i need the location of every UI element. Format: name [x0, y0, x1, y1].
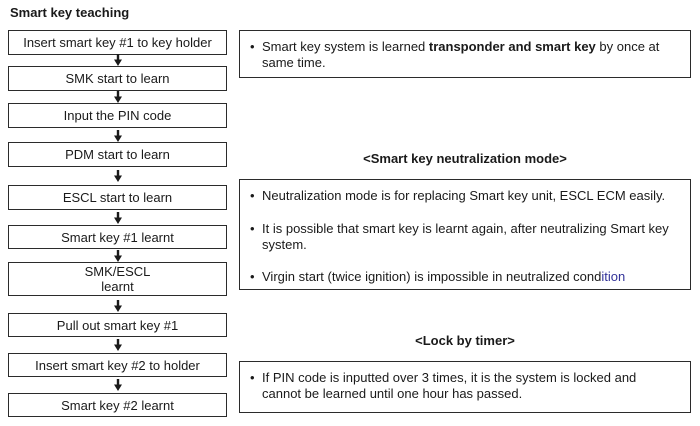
- bold-phrase: transponder and smart key: [428, 39, 596, 54]
- flow-step: Pull out smart key #1: [8, 313, 227, 337]
- note-bullet-item: • Virgin start (twice ignition) is impos…: [250, 269, 680, 285]
- flow-step: Insert smart key #2 to holder: [8, 353, 227, 377]
- note-bullet-item: • Neutralization mode is for replacing S…: [250, 188, 680, 204]
- down-arrow-icon: [8, 90, 227, 103]
- note-text: If PIN code is inputted over 3 times, it…: [262, 370, 637, 401]
- note-bullet-item: • It is possible that smart key is learn…: [250, 221, 680, 253]
- note-text: Neutralization mode is for replacing Sma…: [262, 188, 666, 203]
- flow-step: Smart key #1 learnt: [8, 225, 227, 249]
- down-arrow-icon: [8, 129, 227, 142]
- note-bullet-item: • Smart key system is learned transponde…: [250, 39, 680, 71]
- bullet-icon: •: [250, 370, 255, 385]
- down-arrow-icon: [8, 250, 227, 262]
- highlighted-text: ition: [601, 269, 626, 284]
- bullet-icon: •: [250, 221, 255, 236]
- note-text: Virgin start (twice ignition) is impossi…: [262, 269, 626, 284]
- flow-step: Smart key #2 learnt: [8, 393, 227, 417]
- flow-step: SMK/ESCL learnt: [8, 262, 227, 296]
- smart-key-note-box: • Smart key system is learned transponde…: [239, 30, 691, 78]
- flow-step: Insert smart key #1 to key holder: [8, 30, 227, 55]
- down-arrow-icon: [8, 212, 227, 224]
- neutralization-box: • Neutralization mode is for replacing S…: [239, 179, 691, 290]
- flow-step: PDM start to learn: [8, 142, 227, 167]
- flow-step: SMK start to learn: [8, 66, 227, 91]
- bullet-icon: •: [250, 269, 255, 284]
- lock-by-timer-heading: <Lock by timer>: [415, 333, 515, 348]
- note-text: It is possible that smart key is learnt …: [262, 221, 669, 252]
- down-arrow-icon: [8, 299, 227, 312]
- neutralization-heading: <Smart key neutralization mode>: [363, 151, 567, 166]
- down-arrow-icon: [8, 379, 227, 391]
- lock-by-timer-box: • If PIN code is inputted over 3 times, …: [239, 361, 691, 413]
- flow-step: Input the PIN code: [8, 103, 227, 128]
- note-text: Smart key system is learned transponder …: [262, 39, 660, 70]
- flow-step: ESCL start to learn: [8, 185, 227, 210]
- page-title: Smart key teaching: [10, 5, 130, 20]
- down-arrow-icon: [8, 169, 227, 182]
- bullet-icon: •: [250, 39, 255, 54]
- down-arrow-icon: [8, 54, 227, 66]
- down-arrow-icon: [8, 339, 227, 351]
- bullet-icon: •: [250, 188, 255, 203]
- note-bullet-item: • If PIN code is inputted over 3 times, …: [250, 370, 680, 402]
